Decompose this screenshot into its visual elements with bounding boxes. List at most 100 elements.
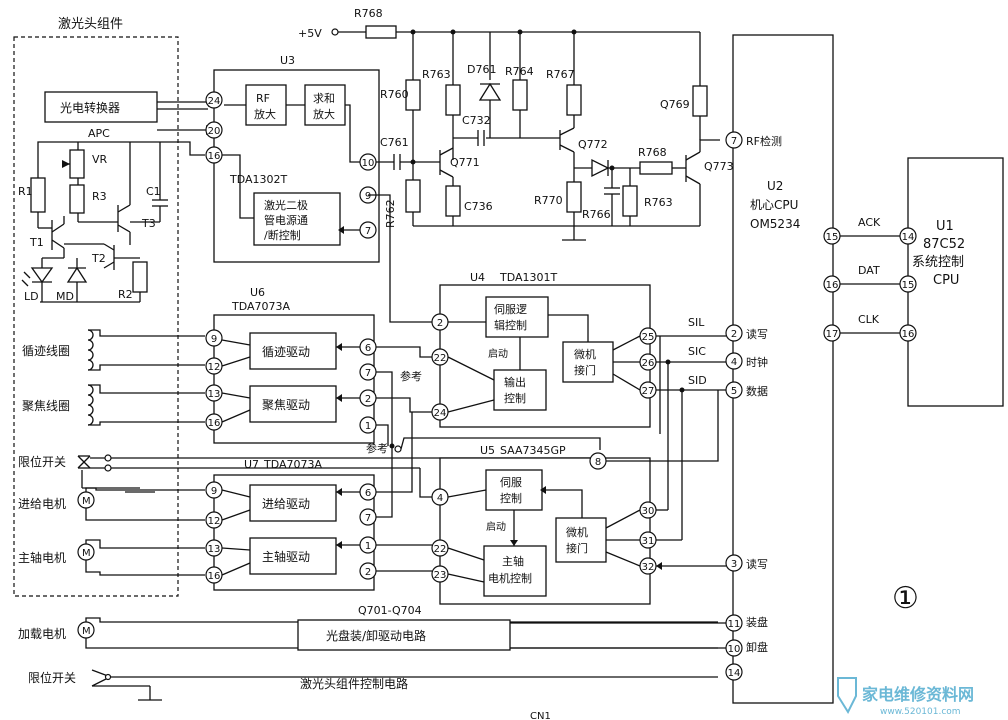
u5-pin-8: 8 (595, 457, 601, 468)
u5-pin-31: 31 (642, 536, 655, 547)
u4-pin-25: 25 (642, 332, 655, 343)
rf-r766-label: R770 (534, 194, 563, 207)
u6-focus-drive (249, 385, 337, 423)
u4-pin-24: 24 (434, 408, 447, 419)
focus-coil-icon (87, 384, 94, 426)
u2-pin-11: 11 (728, 619, 741, 630)
u7-pin-12: 12 (208, 516, 221, 527)
u6-pin-1: 1 (365, 421, 371, 432)
u3-sum-amp-line1: 求和 (313, 92, 335, 105)
u2-unload: 卸盘 (746, 640, 768, 654)
u6-pin-12: 12 (208, 362, 221, 373)
u3-pin-24: 24 (208, 96, 221, 107)
r764-resistor (512, 79, 528, 111)
u7-pin-13: 13 (208, 544, 221, 555)
u2-rf-detect: RF检测 (746, 134, 782, 148)
u7-pin-16: 16 (208, 571, 221, 582)
u3-pin-9: 9 (365, 191, 371, 202)
u3-laser-ctrl-line1: 激光二极 (264, 198, 308, 212)
u7-pin-1: 1 (365, 541, 371, 552)
u2-load: 装盘 (746, 615, 768, 629)
u4-start: 启动 (488, 347, 508, 360)
r763-bottom-resistor (622, 185, 638, 217)
u1-pin-15: 15 (902, 280, 915, 291)
t3-label: T3 (141, 217, 156, 230)
u4-servo-logic (485, 296, 549, 338)
rf-d761-label: D761 (467, 63, 496, 76)
focus-coil-label: 聚焦线圈 (22, 399, 70, 413)
rf-r764-label: R764 (505, 65, 534, 78)
u2-data: 数据 (746, 384, 768, 398)
watermark-logo-icon (837, 677, 857, 715)
rf-r770-label: C736 (464, 200, 493, 213)
rf-q771-label: Q771 (450, 156, 480, 169)
loader-block (297, 619, 511, 651)
u7-spindle-drive (249, 537, 337, 575)
u4-servo-logic-line2: 辑控制 (494, 318, 527, 332)
svg-text:M: M (82, 496, 91, 507)
d761-diode-icon (478, 82, 502, 101)
u7-pin-9: 9 (211, 486, 217, 497)
u2-clock: 时钟 (746, 355, 768, 369)
u5-pin-22: 22 (434, 544, 447, 555)
u1-pin-16: 16 (902, 329, 915, 340)
u5-pin-23: 23 (434, 570, 447, 581)
u5-mcu-line2: 接门 (566, 541, 588, 555)
u3-sum-amp-line2: 放大 (313, 107, 335, 121)
r1-label: R1 (18, 185, 33, 198)
r766-resistor (566, 181, 582, 213)
u4-part: TDA1301T (499, 271, 558, 284)
u4-sid: SID (688, 374, 707, 387)
u3-laser-ctrl-line2: 管电源通 (264, 213, 308, 227)
md-diode-icon (66, 266, 88, 283)
u5-servo-ctrl-line2: 控制 (500, 491, 522, 505)
u2-read-write: 读写 (746, 327, 768, 341)
u1-pin-14: 14 (902, 232, 915, 243)
rf-r767-label: R767 (546, 68, 575, 81)
figure-number: ① (892, 581, 919, 616)
laser-ctrl-circuit-label: 激光头组件控制电路 (300, 676, 408, 691)
u1-clk: CLK (858, 313, 880, 326)
rf-c736-label: R766 (582, 208, 611, 221)
rf-q773-label: Q773 (704, 160, 734, 173)
r770-resistor (445, 185, 461, 217)
u4-pin-22: 22 (434, 353, 447, 364)
u5-pin-32: 32 (642, 562, 655, 573)
u3-pin-10: 10 (362, 158, 375, 169)
u7-pin-2: 2 (365, 567, 371, 578)
u3-laser-ctrl-line3: /断控制 (264, 228, 301, 242)
u5-spindle-ctrl-line1: 主轴 (502, 554, 524, 568)
u4-output-ctrl-line1: 输出 (504, 375, 526, 389)
u2-pin-5: 5 (731, 386, 737, 397)
limit-switch-2-label: 限位开关 (28, 670, 76, 685)
r762-resistor (405, 179, 421, 213)
q769-resistor (692, 85, 708, 117)
tracking-coil-label: 循迹线圈 (22, 344, 70, 358)
supply-label: +5V (298, 27, 322, 40)
rf-c761-label: C761 (380, 136, 409, 149)
u4-name: U4 (470, 271, 485, 284)
u7-feed-drive (249, 484, 337, 522)
u5-spindle-ctrl (483, 545, 547, 597)
photo-converter-label: 光电转换器 (60, 100, 120, 115)
u2-pin-2: 2 (731, 329, 737, 340)
ld-diode-icon (30, 267, 54, 284)
u2-name: U2 (767, 179, 783, 193)
u2-pin-4: 4 (731, 357, 737, 368)
u6-tracking-drive (249, 332, 337, 370)
u3-rf-amp-line1: RF (256, 92, 270, 105)
u2-part: OM5234 (750, 217, 800, 231)
u7-part: TDA7073A (263, 458, 323, 471)
limit-switch-1-label: 限位开关 (18, 454, 66, 469)
u6-reference: 参考 (400, 369, 422, 383)
u6-pin-6: 6 (365, 343, 371, 354)
connector-label: CN1 (530, 711, 551, 720)
u7-pin-6: 6 (365, 488, 371, 499)
u2-pin-10: 10 (728, 644, 741, 655)
watermark-url: www.520101.com (880, 707, 961, 717)
u2-pin-16: 16 (826, 280, 839, 291)
u3-name: U3 (280, 54, 295, 67)
u7-name: U7 (244, 458, 259, 471)
u6-pin-13: 13 (208, 389, 221, 400)
